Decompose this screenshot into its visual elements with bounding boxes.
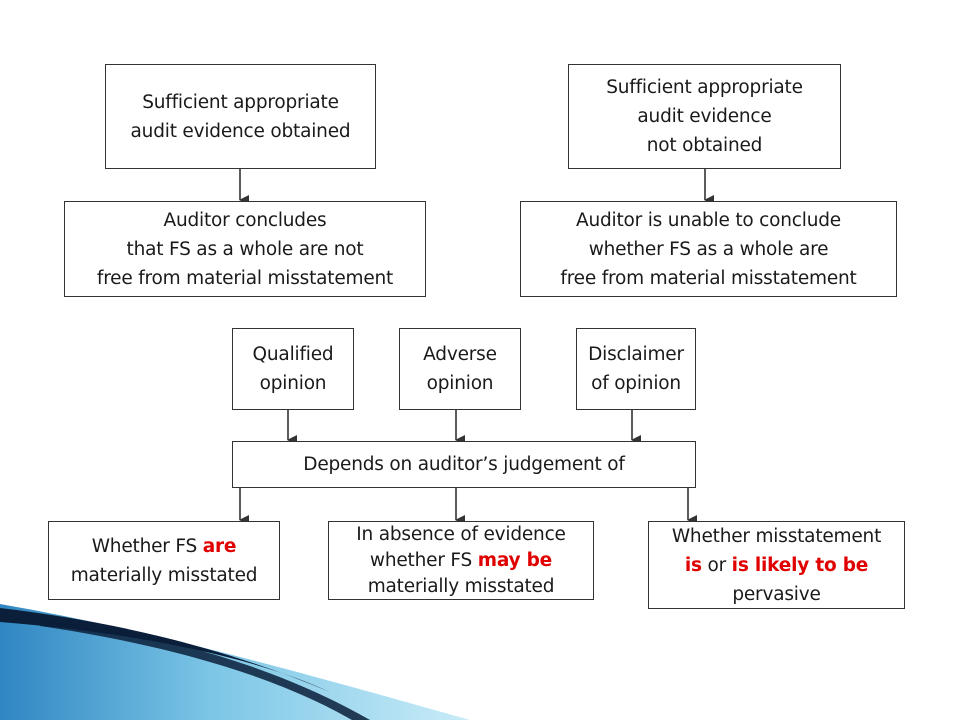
text-whether-fs: Whether FS bbox=[91, 535, 203, 557]
text-or: or bbox=[701, 554, 732, 576]
swoosh-dark-tail bbox=[40, 618, 370, 720]
box-disclaimer-of-opinion-line-1: Disclaimer bbox=[588, 344, 684, 365]
box-absence-of-evidence-line-2: whether FS may be bbox=[356, 548, 566, 574]
box-whether-materially-misstated: Whether FS are materially misstated bbox=[48, 521, 280, 600]
box-misstatement-pervasive-line-2: is or is likely to be bbox=[672, 551, 881, 580]
box-absence-of-evidence: In absence of evidence whether FS may be… bbox=[328, 521, 594, 600]
box-auditor-unable: Auditor is unable to conclude whether FS… bbox=[520, 201, 897, 297]
box-qualified-opinion-line-1: Qualified bbox=[252, 344, 334, 365]
box-misstatement-pervasive: Whether misstatement is or is likely to … bbox=[648, 521, 905, 609]
box-depends-on-judgement-line-1: Depends on auditor’s judgement of bbox=[303, 454, 625, 475]
box-evidence-obtained: Sufficient appropriate audit evidence ob… bbox=[105, 64, 376, 169]
box-auditor-concludes-line-3: free from material misstatement bbox=[96, 267, 394, 289]
box-adverse-opinion: Adverse opinion bbox=[399, 328, 521, 410]
box-whether-materially-misstated-line-2: materially misstated bbox=[70, 564, 258, 586]
highlight-is: is bbox=[684, 554, 702, 576]
box-absence-of-evidence-line-3: materially misstated bbox=[367, 575, 555, 597]
box-auditor-unable-line-2: whether FS as a whole are bbox=[588, 238, 829, 260]
box-auditor-unable-line-1: Auditor is unable to conclude bbox=[576, 209, 841, 231]
box-auditor-concludes: Auditor concludes that FS as a whole are… bbox=[64, 201, 426, 297]
box-evidence-not-obtained: Sufficient appropriate audit evidence no… bbox=[568, 64, 841, 169]
text-whether-fs: whether FS bbox=[369, 549, 478, 571]
box-evidence-not-obtained-line-2: audit evidence bbox=[637, 106, 772, 127]
box-evidence-not-obtained-line-3: not obtained bbox=[646, 135, 763, 156]
box-auditor-concludes-line-2: that FS as a whole are not bbox=[126, 238, 364, 260]
box-qualified-opinion: Qualified opinion bbox=[232, 328, 354, 410]
box-absence-of-evidence-line-1: In absence of evidence bbox=[356, 523, 566, 545]
box-depends-on-judgement: Depends on auditor’s judgement of bbox=[232, 441, 696, 488]
box-adverse-opinion-line-1: Adverse bbox=[423, 344, 497, 365]
box-evidence-not-obtained-line-1: Sufficient appropriate bbox=[606, 77, 803, 98]
box-disclaimer-of-opinion: Disclaimer of opinion bbox=[576, 328, 696, 410]
box-evidence-obtained-line-1: Sufficient appropriate bbox=[142, 91, 339, 113]
box-misstatement-pervasive-line-1: Whether misstatement bbox=[671, 525, 882, 547]
highlight-are: are bbox=[202, 535, 237, 557]
box-auditor-unable-line-3: free from material misstatement bbox=[560, 267, 857, 289]
box-auditor-concludes-line-1: Auditor concludes bbox=[163, 209, 327, 231]
box-disclaimer-of-opinion-line-2: of opinion bbox=[591, 373, 681, 394]
highlight-is-likely-to-be: is likely to be bbox=[731, 554, 869, 576]
highlight-may-be: may be bbox=[477, 549, 553, 571]
box-qualified-opinion-line-2: opinion bbox=[259, 373, 327, 394]
box-adverse-opinion-line-2: opinion bbox=[426, 373, 494, 394]
box-whether-materially-misstated-line-1: Whether FS are bbox=[71, 532, 258, 561]
box-misstatement-pervasive-line-3: pervasive bbox=[732, 583, 821, 605]
box-evidence-obtained-line-2: audit evidence obtained bbox=[130, 120, 351, 142]
